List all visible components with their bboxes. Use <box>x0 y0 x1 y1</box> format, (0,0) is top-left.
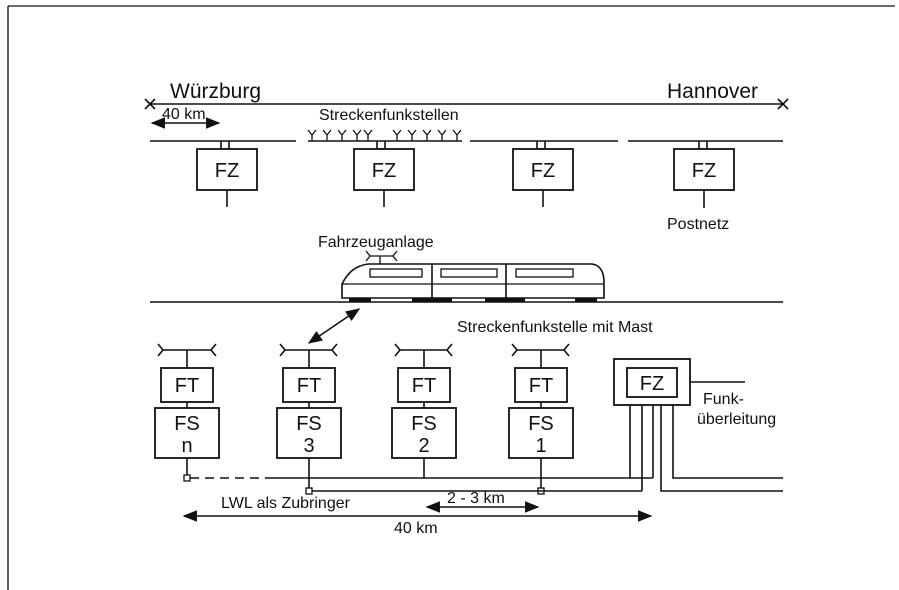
funk-label-1: Funk- <box>703 391 744 408</box>
distance-top-label: 40 km <box>162 106 206 123</box>
fz-box-1: FZ <box>196 141 258 207</box>
fz-main-station: FZ <box>613 358 783 492</box>
station-1: FT FS 1 <box>508 343 574 495</box>
lwl-label: LWL als Zubringer <box>221 495 351 512</box>
postnetz-label: Postnetz <box>667 216 729 233</box>
fs-box-2-top: FS <box>411 413 437 435</box>
ft-box-3-label: FT <box>297 375 321 397</box>
station-n: FT FS n <box>154 343 220 482</box>
page-frame <box>7 5 895 590</box>
antenna-row <box>307 129 462 141</box>
ft-box-1-label: FT <box>529 375 553 397</box>
spacing-label: 2 - 3 km <box>447 490 505 507</box>
ft-box-2-label: FT <box>412 375 436 397</box>
route-line <box>144 98 789 110</box>
fahrzeuganlage-label: Fahrzeuganlage <box>318 234 434 251</box>
fs-box-2-bottom: 2 <box>418 435 429 457</box>
route-end-cross-icon <box>777 98 789 110</box>
city-right-label: Hannover <box>667 80 758 103</box>
fs-box-n-top: FS <box>174 413 200 435</box>
city-left-label: Würzburg <box>170 80 261 103</box>
radio-link-arrow <box>307 308 361 344</box>
mast-label: Streckenfunkstelle mit Mast <box>457 319 653 336</box>
route-start-cross-icon <box>144 98 156 110</box>
funk-label-2: überleitung <box>697 411 776 428</box>
fz-box-3-label: FZ <box>531 160 555 182</box>
ft-box-n-label: FT <box>175 375 199 397</box>
fz-box-3: FZ <box>512 141 574 207</box>
station-3: FT FS 3 <box>276 343 342 495</box>
fs-box-3-bottom: 3 <box>303 435 314 457</box>
fs-box-3-top: FS <box>296 413 322 435</box>
train-icon <box>341 263 605 302</box>
fz-box-2: FZ <box>353 141 415 207</box>
fiber-lines <box>190 477 653 492</box>
distance-bottom-label: 40 km <box>394 520 438 537</box>
fs-box-1-bottom: 1 <box>535 435 546 457</box>
fs-box-n-bottom: n <box>181 435 192 457</box>
fz-box-1-label: FZ <box>215 160 239 182</box>
fz-box-4: FZ <box>673 141 735 208</box>
fz-box-4-label: FZ <box>692 160 716 182</box>
fs-box-1-top: FS <box>528 413 554 435</box>
fz-main-label: FZ <box>640 373 664 395</box>
streckenfunkstellen-label: Streckenfunkstellen <box>319 107 459 124</box>
train-antenna-icon <box>365 250 398 264</box>
fz-box-2-label: FZ <box>372 160 396 182</box>
station-2: FT FS 2 <box>391 343 457 478</box>
